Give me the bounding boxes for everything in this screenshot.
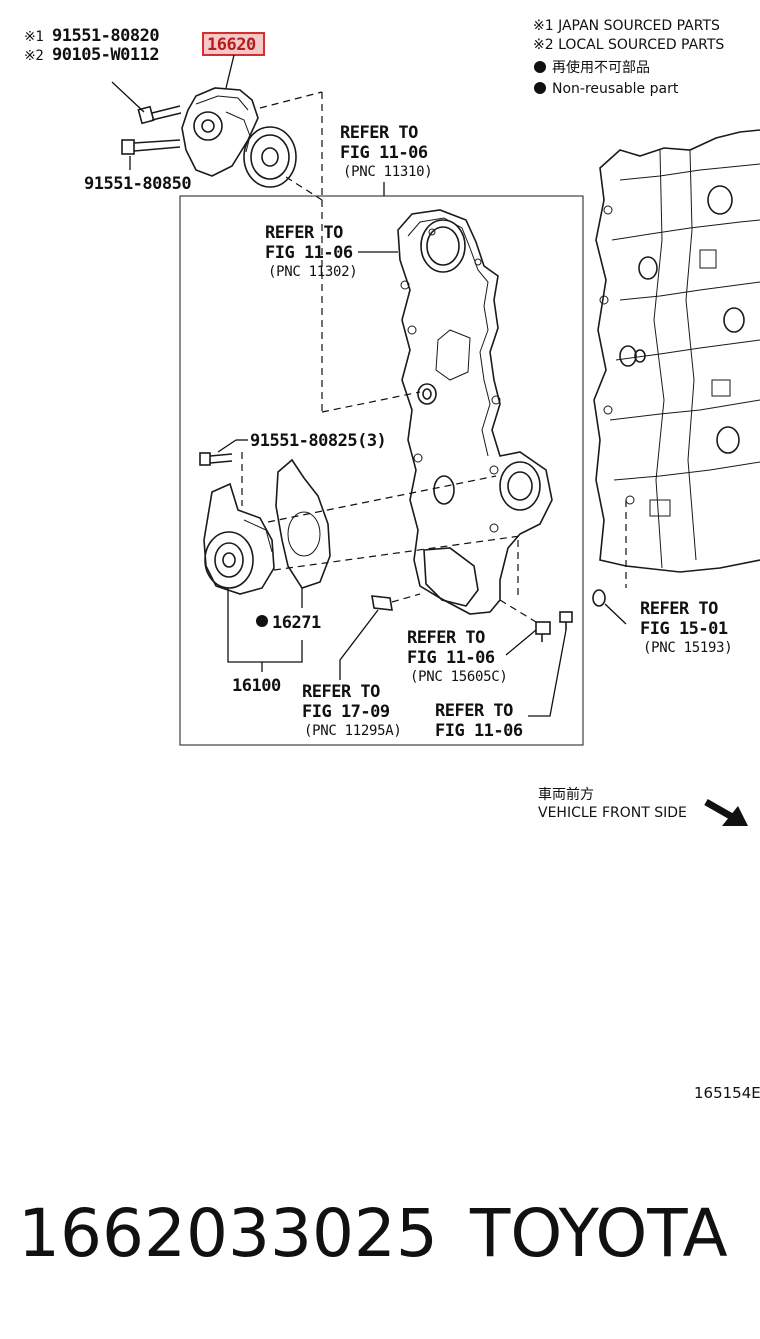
dashed-align-line bbox=[273, 535, 521, 571]
ref-11-06-plain[interactable]: REFER TO FIG 11-06 bbox=[435, 701, 523, 741]
plate-drawing bbox=[371, 595, 393, 611]
tensioner-label-highlight[interactable]: 16620 bbox=[202, 32, 265, 56]
timing-cover-drawing bbox=[397, 209, 553, 615]
non-reusable-dot-icon bbox=[256, 615, 268, 627]
ref-line: REFER TO bbox=[640, 599, 718, 619]
bolt4-part-number: 91551-80825(3) bbox=[250, 431, 386, 451]
bolt1-part-number: 91551-80820 bbox=[52, 26, 159, 46]
bolt2-part-number: 90105-W0112 bbox=[52, 45, 159, 65]
non-reusable-dot-icon bbox=[534, 82, 546, 94]
dashed-align-line bbox=[391, 593, 421, 603]
vehicle-front-jp: 車両前方 bbox=[538, 786, 594, 803]
image-id: 165154E bbox=[694, 1084, 760, 1102]
ref-line: REFER TO bbox=[265, 223, 343, 243]
tensioner-leader bbox=[225, 54, 235, 89]
front-arrow-icon bbox=[704, 798, 748, 826]
sensor-drawing bbox=[535, 611, 573, 642]
footer-brand: TOYOTA bbox=[469, 1195, 728, 1272]
footer-part-number: 1662033025 bbox=[18, 1195, 438, 1272]
legend-local: ※2 LOCAL SOURCED PARTS bbox=[533, 37, 724, 53]
legend-japan: ※1 JAPAN SOURCED PARTS bbox=[533, 18, 720, 34]
ref-line: REFER TO bbox=[302, 682, 380, 702]
ref-fig: FIG 11-06 bbox=[265, 243, 353, 263]
dashed-align-line bbox=[285, 176, 323, 201]
ref-11295a-leader bbox=[339, 609, 379, 680]
ref-fig: FIG 15-01 bbox=[640, 619, 728, 639]
bolt3-part-number: 91551-80850 bbox=[84, 174, 191, 194]
dashed-align-line bbox=[321, 391, 421, 413]
ref-15193[interactable]: REFER TO FIG 15-01 (PNC 15193) bbox=[640, 599, 733, 656]
bolt-91551-80820 bbox=[137, 105, 182, 125]
vehicle-front-indicator: 車両前方 VEHICLE FRONT SIDE bbox=[538, 786, 748, 826]
gasket-part-number: 16271 bbox=[272, 613, 321, 633]
ref-11302[interactable]: REFER TO FIG 11-06 (PNC 11302) bbox=[265, 223, 358, 280]
ref-pnc: (PNC 15605C) bbox=[410, 669, 508, 685]
ref-pnc: (PNC 11310) bbox=[343, 164, 432, 180]
assembly-frame bbox=[179, 195, 584, 746]
bolt4-leader bbox=[217, 439, 237, 453]
pump-assy-part-number: 16100 bbox=[232, 676, 281, 696]
ref-fig: FIG 11-06 bbox=[407, 648, 495, 668]
bolt-91551-80825 bbox=[199, 452, 233, 466]
gasket-drawing bbox=[275, 458, 331, 589]
ref-11295a[interactable]: REFER TO FIG 17-09 (PNC 11295A) bbox=[302, 682, 402, 739]
tensioner-part-number: 16620 bbox=[207, 35, 256, 55]
bolt1-leader bbox=[111, 81, 145, 113]
ref-fig: FIG 11-06 bbox=[435, 721, 523, 741]
legend-nonreusable-en: Non-reusable part bbox=[552, 81, 679, 97]
ref-line: REFER TO bbox=[407, 628, 485, 648]
dashed-align-line bbox=[259, 91, 323, 109]
legend-nonreusable-jp: 再使用不可部品 bbox=[552, 59, 650, 76]
dashed-align-line bbox=[267, 475, 497, 523]
belt-tensioner-drawing bbox=[181, 87, 297, 188]
water-pump-drawing bbox=[203, 482, 275, 595]
ref-15605c-leader bbox=[505, 629, 537, 656]
ref-fig: FIG 17-09 bbox=[302, 702, 390, 722]
dashed-align-line bbox=[499, 599, 537, 623]
ref-pnc: (PNC 11295A) bbox=[304, 723, 402, 739]
ref-pnc: (PNC 15193) bbox=[643, 640, 732, 656]
ref-15605c[interactable]: REFER TO FIG 11-06 (PNC 15605C) bbox=[407, 628, 508, 685]
ref-line: REFER TO bbox=[435, 701, 513, 721]
pump-assy-bracket bbox=[227, 588, 303, 663]
ref-plain-leader bbox=[528, 629, 567, 717]
ref-fig: FIG 11-06 bbox=[340, 143, 428, 163]
ref-pnc: (PNC 11302) bbox=[268, 264, 357, 280]
bolt1-mark: ※1 bbox=[24, 29, 44, 45]
non-reusable-dot-icon bbox=[534, 61, 546, 73]
ref-15193-leader bbox=[604, 603, 627, 625]
ref-11310[interactable]: REFER TO FIG 11-06 (PNC 11310) bbox=[340, 123, 433, 180]
bolt-labels: ※1 91551-80820 ※2 90105-W0112 bbox=[24, 26, 160, 65]
engine-block-drawing bbox=[593, 129, 760, 573]
bolt-91551-80850 bbox=[121, 139, 181, 155]
ref-line: REFER TO bbox=[340, 123, 418, 143]
bolt2-mark: ※2 bbox=[24, 48, 44, 64]
legend: ※1 JAPAN SOURCED PARTS ※2 LOCAL SOURCED … bbox=[533, 18, 724, 97]
o-ring-drawing bbox=[592, 589, 606, 607]
vehicle-front-en: VEHICLE FRONT SIDE bbox=[538, 805, 687, 821]
